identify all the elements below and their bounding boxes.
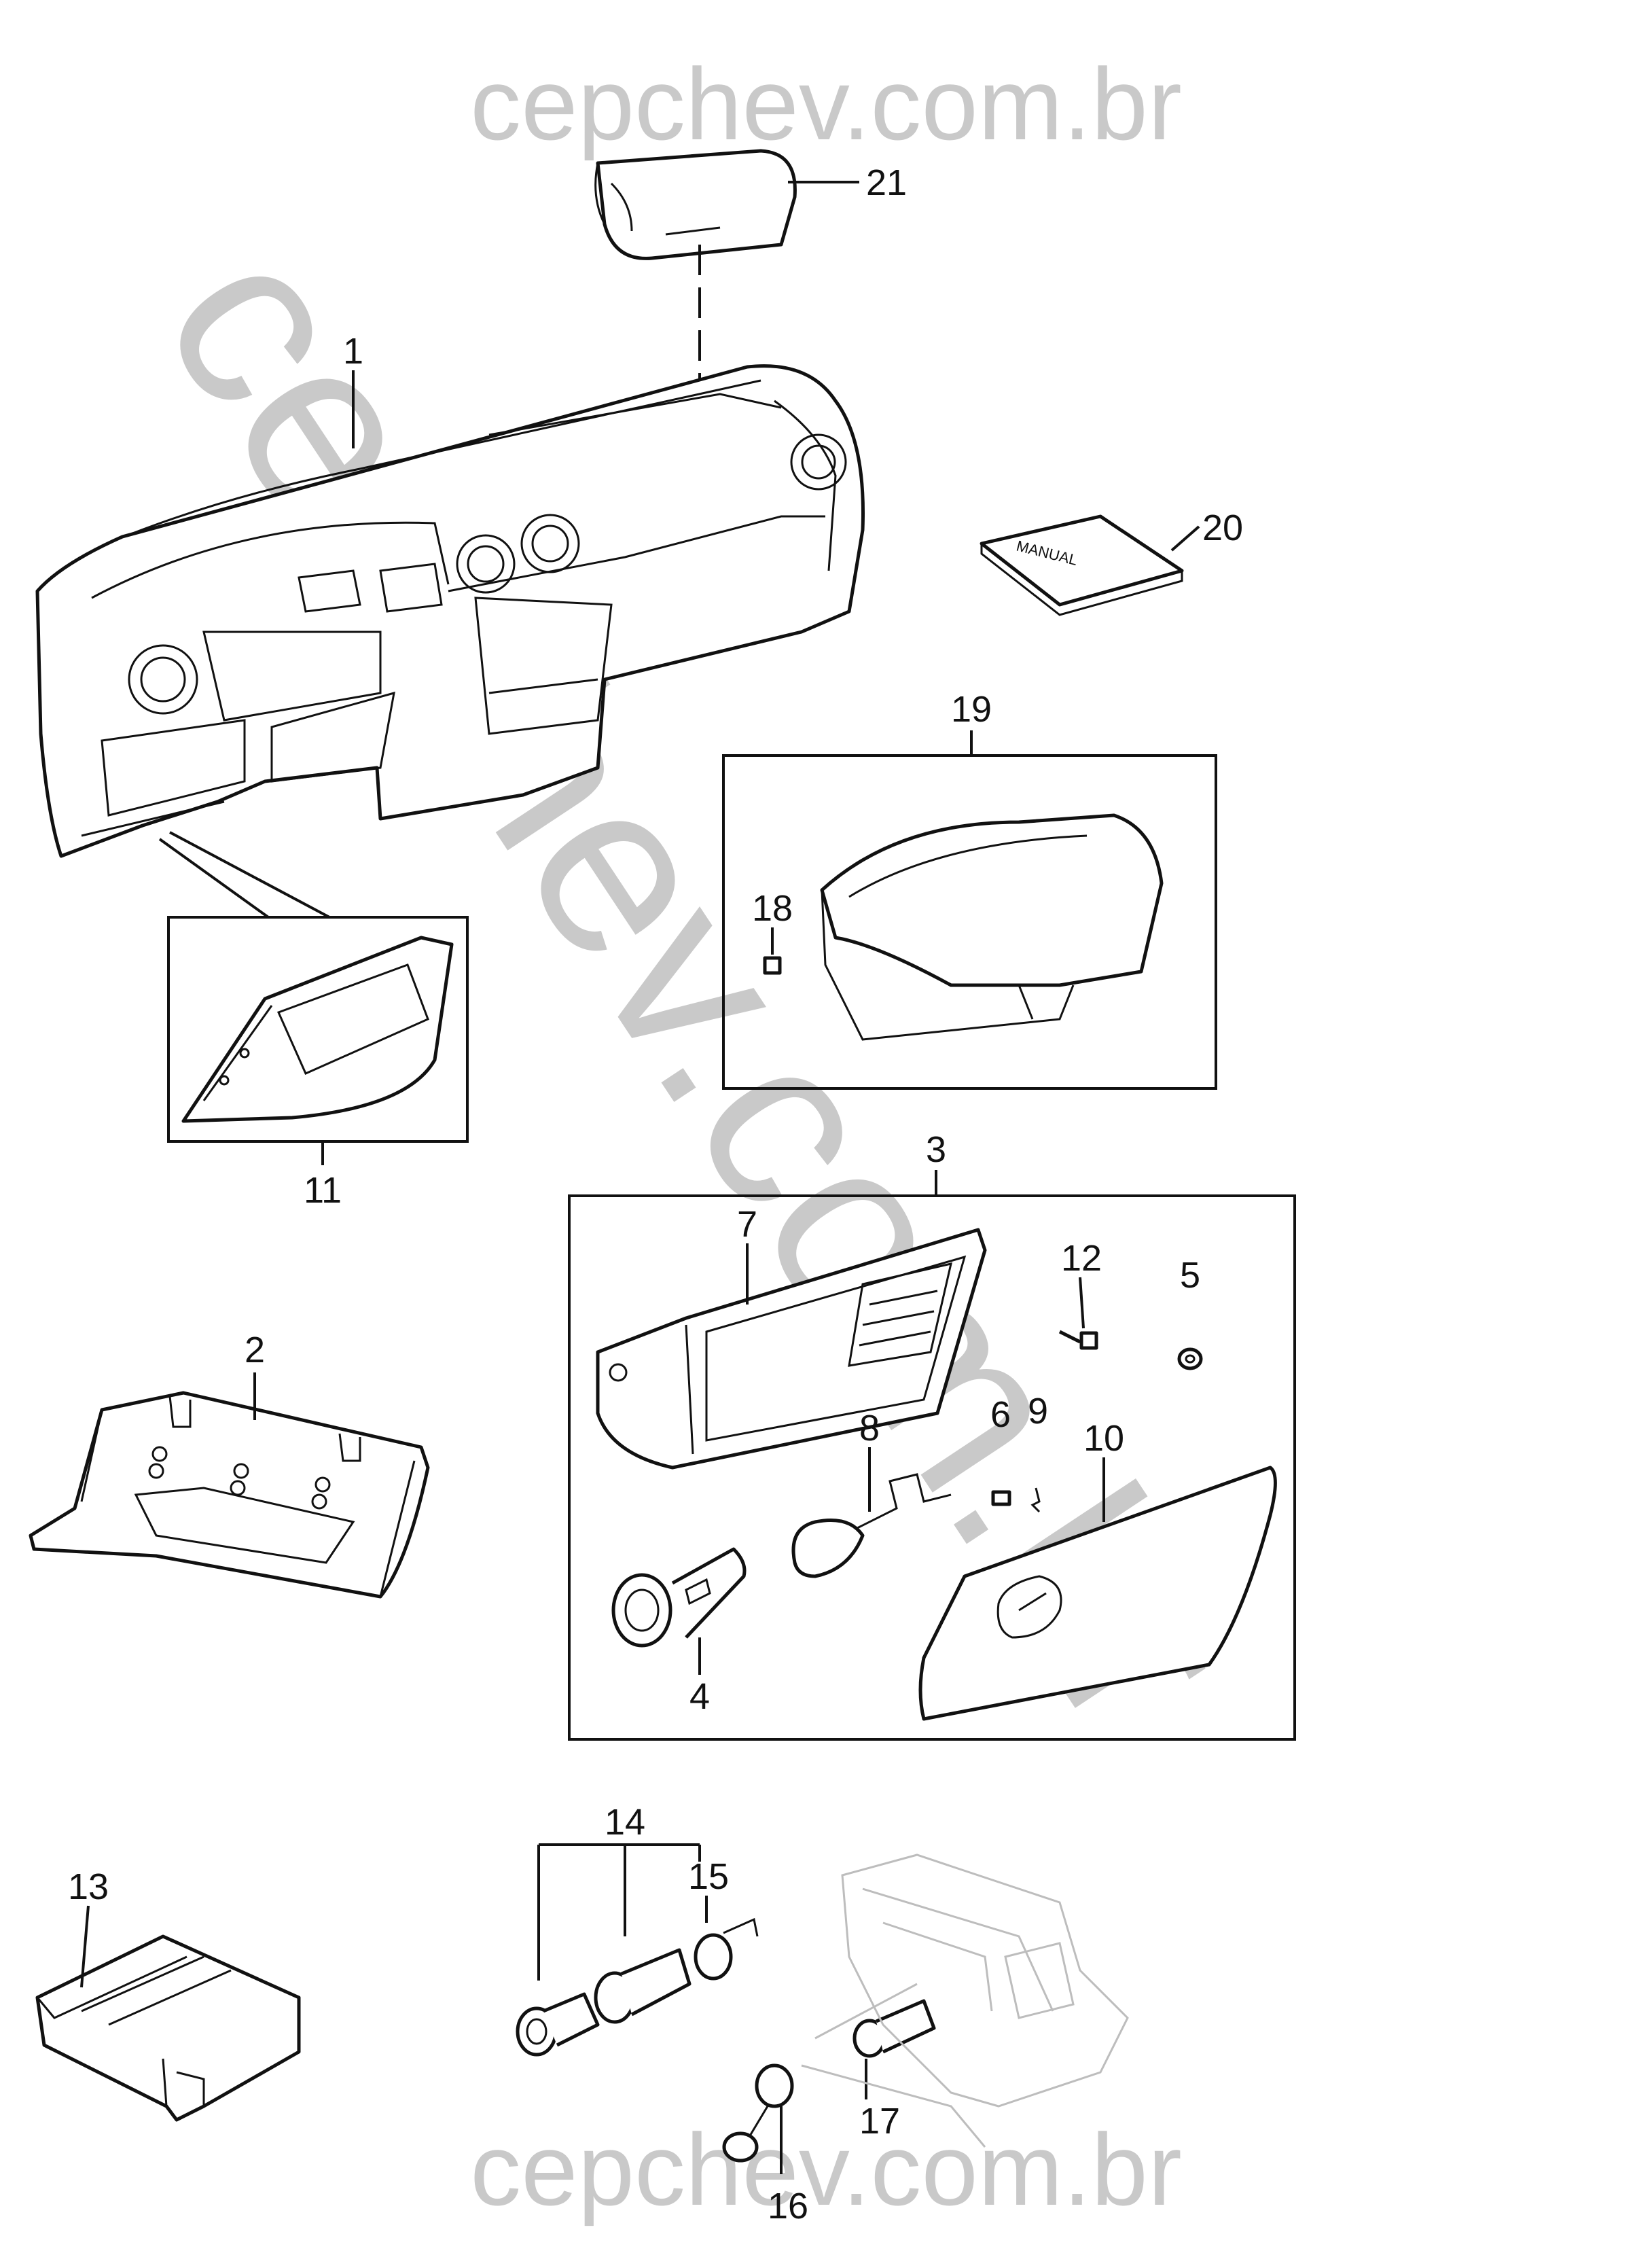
- callout-10: 10: [1083, 1418, 1124, 1459]
- callout-21: 21: [866, 162, 907, 203]
- callout-19: 19: [951, 689, 992, 730]
- spring-drawing: [1030, 1487, 1041, 1513]
- glove-box-bin-drawing: [596, 1228, 987, 1470]
- callout-6: 6: [990, 1394, 1011, 1435]
- nut-drawing: [1177, 1347, 1203, 1370]
- lighter-socket-drawing: [594, 1948, 692, 2024]
- callout-5: 5: [1180, 1255, 1200, 1296]
- callout-2: 2: [245, 1330, 265, 1370]
- callout-3: 3: [926, 1129, 946, 1170]
- callout-1: 1: [343, 331, 363, 372]
- callout-16: 16: [768, 2186, 808, 2227]
- screw-drawing: [1058, 1277, 1098, 1350]
- detail-box-19: [722, 754, 1217, 1090]
- glove-box-door-drawing: [918, 1457, 1277, 1721]
- lamp-drawing: [791, 1447, 952, 1578]
- lighter-group-bracket: [537, 1843, 708, 1981]
- callout-13: 13: [68, 1866, 109, 1907]
- instrument-panel-drawing: [35, 364, 865, 919]
- callout-18: 18: [752, 888, 793, 929]
- lower-trim-panel-drawing: [29, 1372, 430, 1599]
- lighter-knob-drawing: [516, 1992, 600, 2057]
- callout-8: 8: [859, 1408, 880, 1449]
- owner-manual-drawing: MANUAL: [980, 514, 1200, 616]
- callout-14: 14: [605, 1802, 645, 1843]
- watermark-top: cepchev.com.br: [470, 47, 1182, 161]
- callout-15: 15: [688, 1856, 729, 1897]
- callout-11: 11: [304, 1170, 342, 1211]
- cluster-hood-drawing: [763, 813, 1164, 1041]
- watermark-bottom: cepchev.com.br: [470, 2112, 1182, 2227]
- socket-drawing: [722, 2063, 794, 2174]
- callout-20: 20: [1202, 508, 1243, 548]
- callout-9: 9: [1028, 1391, 1048, 1432]
- lock-cylinder-drawing: [611, 1547, 747, 1675]
- detail-box-11: [167, 916, 469, 1143]
- knee-bolster-drawing: [181, 936, 454, 1165]
- callout-7: 7: [737, 1204, 757, 1245]
- power-outlet-drawing: [852, 1999, 936, 2099]
- callout-12: 12: [1061, 1238, 1102, 1279]
- detail-box-3: [568, 1194, 1296, 1741]
- storage-tray-drawing: [35, 1905, 301, 2122]
- clip-drawing: [991, 1490, 1011, 1506]
- console-ghost-drawing: [801, 1853, 1129, 2148]
- callout-17: 17: [859, 2101, 900, 2142]
- retainer-ring-drawing: [694, 1917, 759, 1981]
- callout-4: 4: [689, 1676, 710, 1717]
- airbag-module: [594, 149, 859, 516]
